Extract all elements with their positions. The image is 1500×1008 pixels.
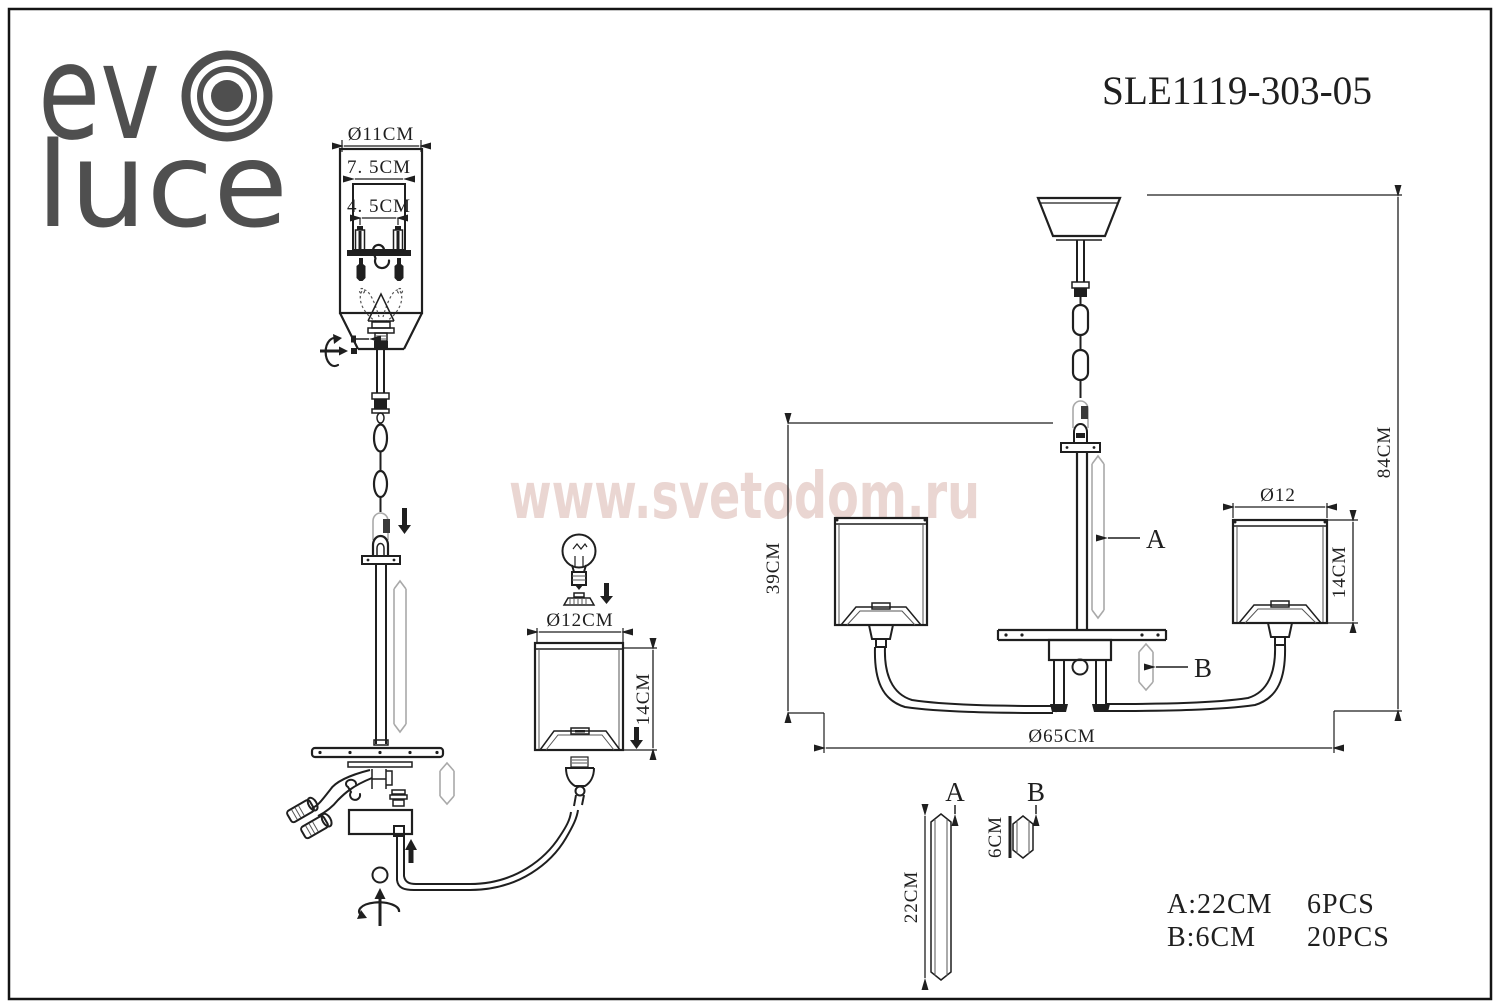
part-b-label: B [1027, 777, 1045, 807]
lampshade-left-view [533, 641, 625, 752]
dim-text-overall-height: 84CM [1374, 426, 1395, 479]
parts-list-row1-qty: 6PCS [1307, 889, 1375, 920]
lampshade-right [1101, 518, 1329, 712]
hub-assembly [996, 628, 1168, 712]
insert-arrow-down [398, 508, 411, 534]
brand-logo: ev luce [36, 16, 288, 254]
parts-detail: A 22CM B 6CM [901, 777, 1045, 990]
arm-curve-left-view [396, 809, 579, 891]
assemble-arrow-up [405, 839, 417, 863]
wiring-hardware [286, 769, 414, 840]
parts-list: A:22CM 6PCS B:6CM 20PCS [1167, 889, 1390, 953]
wall-anchors [356, 258, 404, 281]
wire-connector-2 [300, 812, 333, 840]
dim-text-shade-height-right: 14CM [1329, 546, 1350, 599]
crossbar [310, 746, 445, 768]
part-a-detail: A 22CM [901, 777, 965, 990]
dim-text-shade-height: 14CM [633, 673, 654, 726]
dim-text-shade-diameter-right: Ø12 [1260, 485, 1296, 506]
dim-text-shade-diameter: Ø12CM [546, 610, 613, 631]
dim-overall-height: 84CM [1147, 185, 1402, 721]
dim-shade-height-left: 14CM [623, 638, 657, 760]
part-b-height-text: 6CM [985, 816, 1006, 858]
chandelier-suspension [1036, 196, 1122, 453]
label-part-a: A [1096, 524, 1166, 554]
column-assembly [361, 555, 401, 746]
page-frame [7, 7, 1493, 1001]
part-a-label: A [945, 777, 965, 807]
label-a-text: A [1146, 524, 1166, 554]
part-b-detail: B 6CM [985, 777, 1045, 859]
wire-connector-1 [286, 796, 319, 824]
model-number: SLE1119-303-05 [1102, 68, 1372, 113]
dim-screw-spacing: 4. 5CM [347, 196, 411, 225]
canopy-body [339, 312, 423, 351]
ceiling-hook [371, 243, 391, 270]
parts-list-row2-qty: 20PCS [1307, 922, 1390, 953]
parts-list-row2-spec: B:6CM [1167, 922, 1256, 953]
label-part-b: B [1144, 653, 1212, 683]
dim-shade-diameter-right: Ø12 [1223, 485, 1337, 518]
dim-shade-diameter-left: Ø12CM [527, 610, 633, 643]
dim-body-height: 39CM [763, 413, 1053, 723]
dim-text-overall-diameter: Ø65CM [1028, 726, 1095, 747]
lamp-socket [565, 756, 595, 807]
dim-text-bracket-width: 7. 5CM [347, 157, 411, 178]
toggle-wings [358, 287, 404, 334]
dim-canopy-diameter: Ø11CM [332, 124, 431, 152]
dim-overall-diameter: Ø65CM [814, 711, 1344, 753]
finial-ring [371, 866, 389, 884]
logo-word-bottom: luce [36, 116, 288, 254]
junction-box [347, 808, 414, 836]
part-a-ghost-outline [393, 579, 407, 734]
mounting-screws [354, 226, 404, 252]
parts-list-row1-spec: A:22CM [1167, 889, 1273, 920]
part-a-height-text: 22CM [901, 871, 922, 924]
dim-text-body-height: 39CM [763, 542, 784, 595]
quick-connector [371, 512, 390, 556]
dim-text-canopy-diameter: Ø11CM [348, 124, 415, 145]
twist-rotation-icon [320, 334, 357, 368]
part-b-ghost-outline [439, 761, 455, 806]
installation-view: Ø11CM 7. 5CM 4. 5CM [286, 124, 657, 926]
central-column [1075, 452, 1105, 630]
logo-word-top: ev [38, 16, 160, 170]
canopy-section [338, 147, 424, 315]
screw-rotation-icon [357, 888, 401, 926]
dim-text-screw-spacing: 4. 5CM [347, 196, 411, 217]
label-b-text: B [1194, 653, 1212, 683]
watermark-text: www.svetodom.ru [509, 460, 980, 534]
dimension-view: A B [763, 185, 1402, 753]
part-b-ghost [1138, 642, 1154, 692]
bulb-insert-arrow [600, 583, 613, 604]
logo-bullseye-icon [181, 50, 273, 142]
lampshade-left [833, 516, 1059, 714]
hanging-rod-and-chain [371, 349, 390, 512]
socket-cap [562, 592, 596, 606]
light-bulb-icon [561, 533, 597, 590]
dim-shade-height-right: 14CM [1327, 510, 1358, 633]
